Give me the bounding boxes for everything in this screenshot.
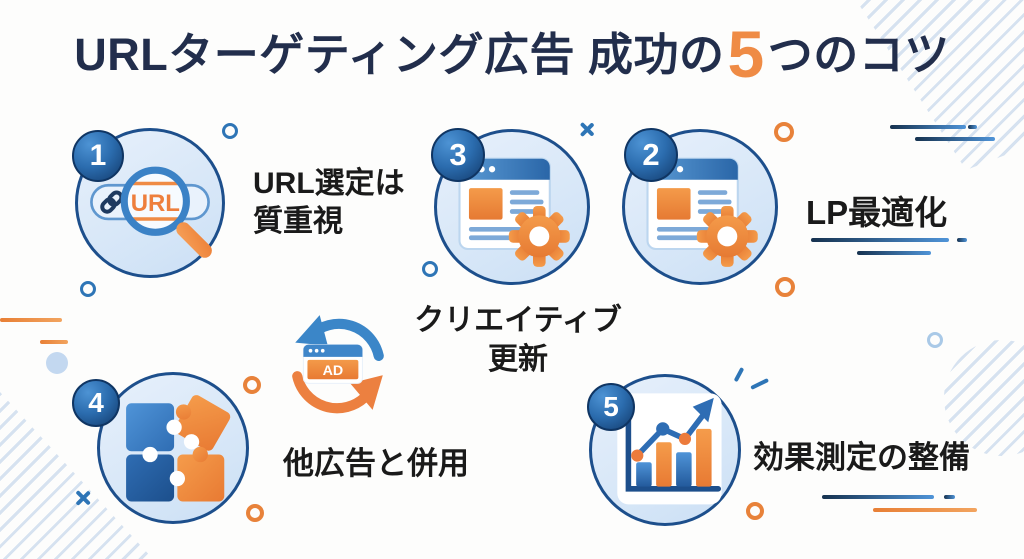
- ad-label: AD: [323, 363, 344, 379]
- ring-decoration: [775, 277, 795, 297]
- puzzle-pieces-icon: [126, 395, 231, 502]
- cross-decoration: [74, 489, 92, 507]
- speed-line: [915, 137, 995, 141]
- speed-line: [40, 340, 68, 344]
- speed-line: [968, 125, 977, 129]
- growth-chart-icon: [617, 393, 722, 505]
- step-4-label: 他広告と併用: [283, 438, 469, 483]
- title-highlight-number: 5: [727, 17, 765, 91]
- title-prefix: URLターゲティング広告 成功の: [74, 29, 725, 80]
- step-2-label: LP最適化: [806, 186, 947, 234]
- step-5-number: 5: [603, 391, 619, 422]
- step-1-circle: URL 1: [72, 128, 225, 278]
- step-2-circle: 2: [622, 128, 778, 285]
- step-3-label-line2: 更新: [488, 343, 548, 376]
- step-5-circle: 5: [587, 374, 741, 526]
- ring-decoration: [927, 332, 943, 348]
- step-2-number: 2: [642, 137, 660, 172]
- speed-line: [873, 508, 977, 512]
- step-4-badge: 4: [72, 379, 120, 427]
- step-5-label: 効果測定の整備: [753, 432, 970, 477]
- step-3-number: 3: [449, 137, 467, 172]
- step-1-label-line1: URL選定は: [253, 167, 405, 200]
- ring-decoration: [422, 261, 438, 277]
- step-4-label-line1: 他広告と併用: [283, 446, 469, 481]
- step-3-label: クリエイティブ 更新: [406, 301, 630, 379]
- step-3-badge: 3: [431, 128, 485, 182]
- step-3-label-line1: クリエイティブ: [414, 304, 622, 337]
- ring-decoration: [746, 502, 764, 520]
- step-5-label-line1: 効果測定の整備: [753, 440, 970, 475]
- title-suffix: つのコツ: [767, 29, 950, 80]
- step-1-number: 1: [89, 139, 107, 172]
- spark-decoration: [733, 367, 744, 382]
- ring-decoration: [246, 504, 264, 522]
- step-4-circle: 4: [72, 372, 249, 524]
- speed-line: [811, 238, 949, 242]
- svg-text:URL: URL: [131, 190, 180, 217]
- speed-line: [0, 318, 62, 322]
- speed-line: [890, 125, 966, 129]
- ring-decoration: [243, 376, 261, 394]
- url-magnifier-icon: URL: [90, 166, 212, 258]
- cross-decoration: [578, 121, 595, 138]
- ring-decoration: [774, 122, 794, 142]
- step-5-badge: 5: [587, 383, 635, 431]
- ad-refresh-icon: AD: [286, 308, 390, 420]
- step-3-circle: 3: [431, 128, 590, 285]
- speed-line: [822, 495, 934, 499]
- page-title: URLターゲティング広告 成功の5つのコツ: [0, 16, 1024, 92]
- ring-decoration: [80, 281, 96, 297]
- speed-line: [957, 238, 967, 242]
- step-2-label-line1: LP最適化: [806, 194, 948, 231]
- dot-decoration: [46, 352, 68, 374]
- speed-line: [944, 495, 955, 499]
- browser-gear-icon: [458, 157, 570, 267]
- step-1-label-line2: 質重視: [253, 205, 343, 238]
- spark-decoration: [750, 378, 769, 390]
- step-1-badge: 1: [72, 130, 124, 182]
- step-4-number: 4: [88, 387, 104, 418]
- step-1-label: URL選定は 質重視: [253, 165, 405, 241]
- speed-line: [857, 251, 931, 255]
- ring-decoration: [222, 123, 238, 139]
- step-2-badge: 2: [624, 128, 678, 182]
